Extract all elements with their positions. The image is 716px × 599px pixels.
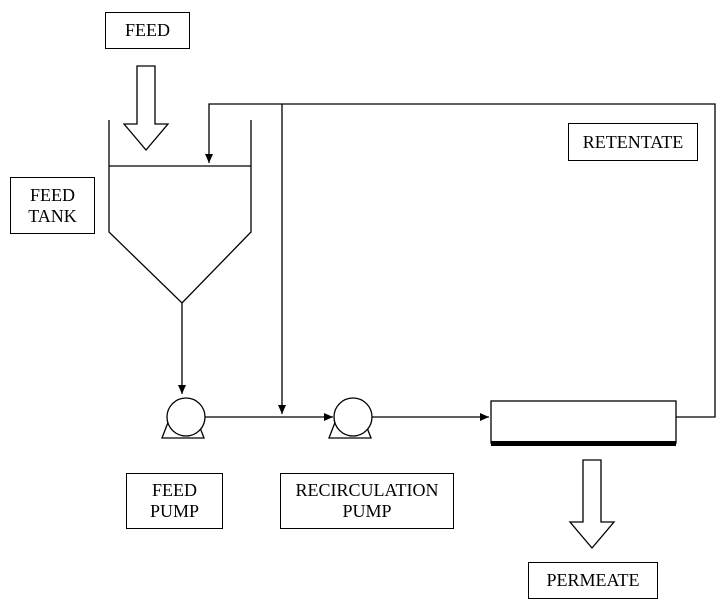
recirculation-pump-label-line1: RECIRCULATION (295, 480, 439, 500)
feed-tank (108, 120, 252, 304)
membrane-module (490, 400, 677, 444)
feed-label-text: FEED (125, 20, 170, 40)
feed-tank-label-line1: FEED (30, 184, 75, 205)
feed-pump-label-line1: FEED (152, 480, 197, 500)
feed-label: FEED (105, 12, 190, 49)
permeate-label: PERMEATE (528, 562, 658, 599)
retentate-return-line (205, 103, 716, 418)
retentate-label-text: RETENTATE (582, 131, 684, 152)
permeate-label-text: PERMEATE (546, 570, 640, 590)
feed-pump-label-line2: PUMP (149, 501, 200, 521)
feed-tank-label: FEED TANK (10, 177, 95, 234)
recirculation-pump-body (333, 397, 373, 437)
retentate-label: RETENTATE (568, 123, 698, 161)
permeate-output-arrow (568, 459, 616, 550)
feed-tank-label-line2: TANK (28, 205, 77, 226)
feed-pump-body (166, 397, 206, 437)
recirculation-pump-label-line2: PUMP (342, 501, 392, 521)
recirculation-pump-label: RECIRCULATION PUMP (280, 473, 454, 529)
feed-input-arrow (122, 65, 170, 152)
membrane-layer (491, 441, 676, 446)
feed-pump-label: FEED PUMP (126, 473, 223, 529)
